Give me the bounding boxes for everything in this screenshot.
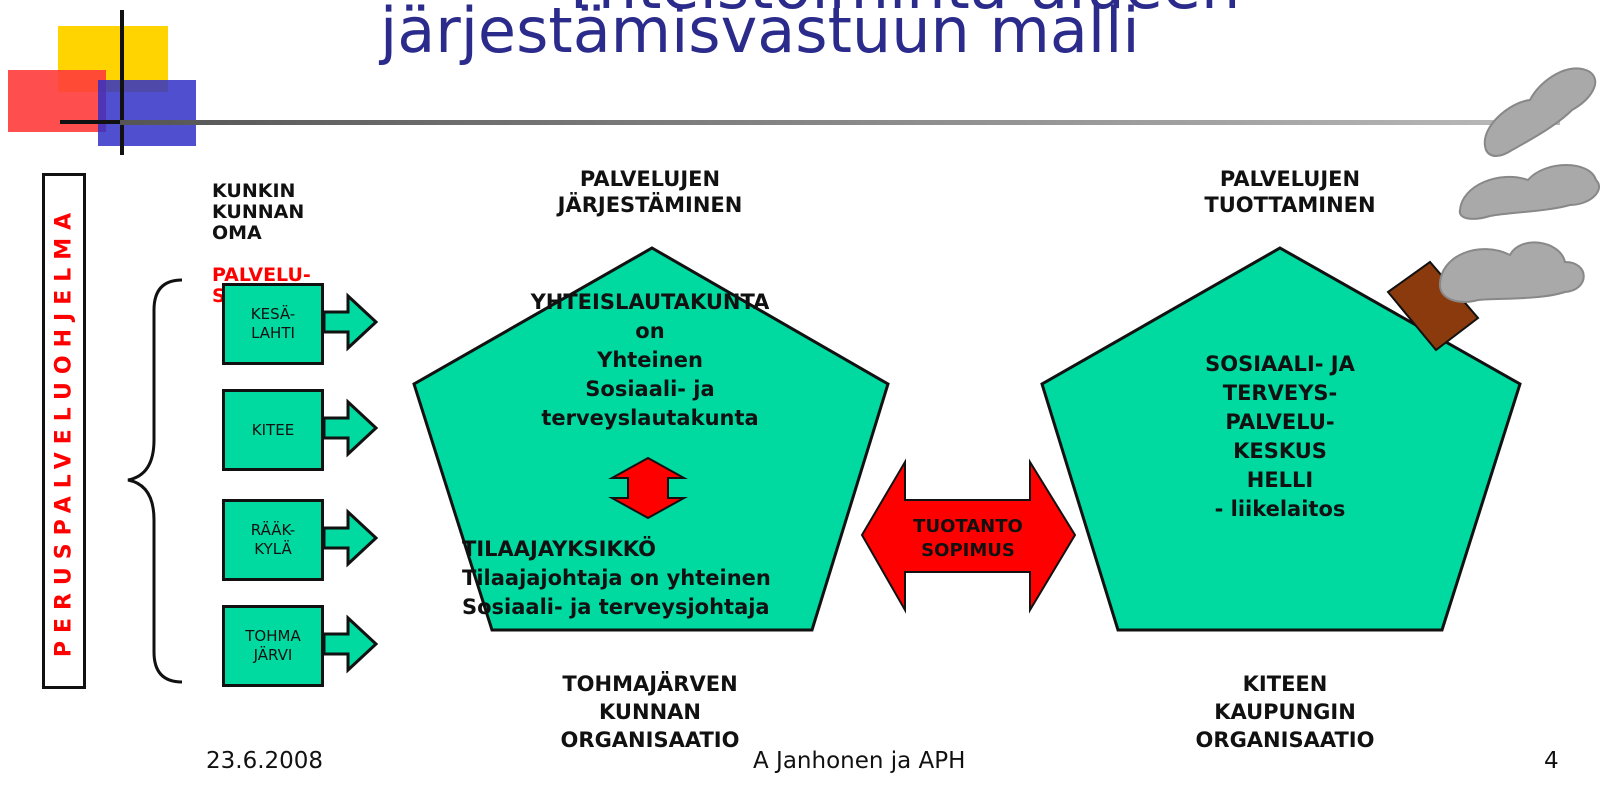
ordering-unit-description: Tilaajajohtaja on yhteinen Sosiaali- ja …: [462, 566, 771, 619]
health-center-text: SOSIAALI- JA TERVEYS- PALVELU- KESKUS HE…: [1205, 352, 1355, 521]
logo-blue-square: [98, 80, 196, 146]
municipality-kitee: KITEE: [222, 389, 324, 471]
smoke-cloud-icon: [1458, 164, 1600, 220]
organizing-pentagon: [412, 246, 890, 632]
footer-page-number: 4: [1544, 748, 1559, 774]
raakkyla-arrow: [322, 508, 379, 568]
basic-services-program-box: PERUSPALVELUOHJELMA: [42, 173, 86, 689]
title-rule: [120, 120, 1560, 125]
tohmajarvi-arrow: [322, 614, 379, 674]
corner-logo: [8, 10, 220, 155]
organizing-header: PALVELUJEN JÄRJESTÄMINEN: [557, 167, 743, 217]
ordering-unit-title: TILAAJAYKSIKKÖ: [462, 537, 656, 561]
curly-brace: [127, 278, 183, 684]
title-line-1: Yhteistoiminta-alueen: [560, 0, 1240, 18]
kesalahti-arrow: [322, 292, 379, 352]
municipality-kesalahti: KESÄ- LAHTI: [222, 283, 324, 365]
smoke-cloud-icon: [1483, 67, 1597, 157]
kitee-arrow: [322, 398, 379, 458]
own-municipality-label: KUNKIN KUNNAN OMA: [212, 180, 305, 244]
vertical-double-arrow: [608, 456, 688, 520]
producing-pentagon: [1040, 246, 1522, 632]
left-connectors: [127, 278, 379, 684]
municipality-tohmajarvi: TOHMA JÄRVI: [222, 605, 324, 687]
chimney: [1386, 260, 1480, 352]
joint-board-text: YHTEISLAUTAKUNTA on Yhteinen Sosiaali- j…: [530, 290, 770, 430]
contract-double-arrow: [860, 458, 1077, 614]
municipality-raakkyla: RÄÄK- KYLÄ: [222, 499, 324, 581]
producing-header: PALVELUJEN TUOTTAMINEN: [1204, 167, 1376, 217]
footer-author: A Janhonen ja APH: [753, 748, 966, 774]
kitee-organisation: KITEEN KAUPUNGIN ORGANISAATIO: [1195, 672, 1375, 752]
production-contract-label: TUOTANTO SOPIMUS: [913, 516, 1023, 561]
footer-date: 23.6.2008: [206, 748, 324, 774]
ordering-unit-text: TILAAJAYKSIKKÖ Tilaajajohtaja on yhteine…: [462, 535, 882, 622]
tohmajarvi-organisation: TOHMAJÄRVEN KUNNAN ORGANISAATIO: [560, 672, 740, 752]
smoke-cloud-icon: [1438, 241, 1585, 303]
title-line-2: järjestämisvastuun malli: [380, 0, 1140, 67]
